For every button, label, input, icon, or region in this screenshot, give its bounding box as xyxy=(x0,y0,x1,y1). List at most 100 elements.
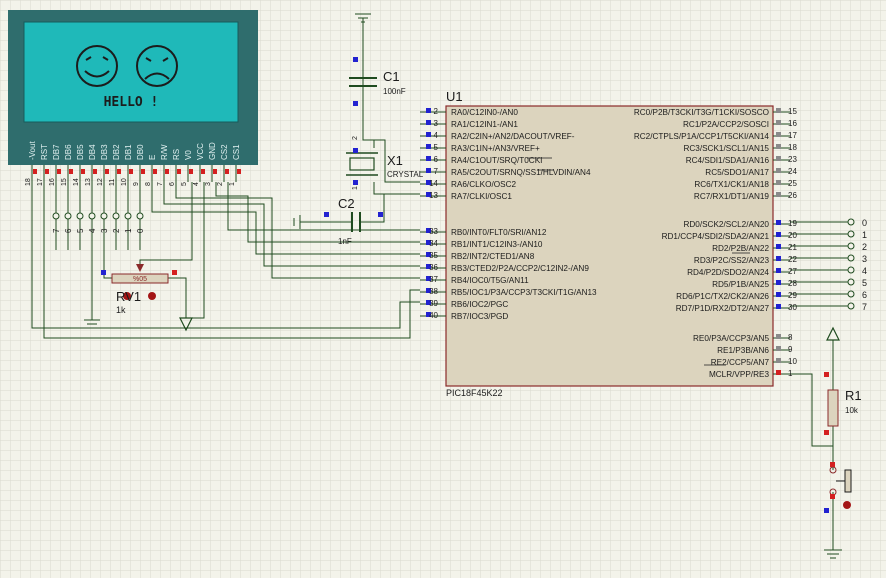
mcu-pin-name: RD4/P2D/SDO2/AN24 xyxy=(687,268,769,277)
mcu-pin-name: RB5/IOC1/P3A/CCP3/T3CKI/T1G/AN13 xyxy=(451,288,597,297)
r1-ref: R1 xyxy=(845,388,862,403)
mcu-pin-marker xyxy=(776,192,781,197)
x1-value: CRYSTAL xyxy=(387,170,424,179)
lcd-pin-marker xyxy=(153,169,157,174)
rd-probe-label: 0 xyxy=(862,218,867,228)
lcd-bus-terminal xyxy=(52,212,60,220)
lcd-pin-number: 2 xyxy=(217,182,224,186)
mcu-pin-name: RC4/SDI1/SDA1/AN16 xyxy=(686,156,770,165)
mcu-pin-name: RD3/P2C/SS2/AN23 xyxy=(694,256,770,265)
rv1-pin-marker xyxy=(101,270,106,275)
mcu-pin-number: 36 xyxy=(429,263,438,272)
lcd-module[interactable]: HELLO ! -Vout18RST17DB716DB615DB514DB413… xyxy=(8,10,258,186)
mcu-ref: U1 xyxy=(446,89,463,104)
mcu-pin-marker xyxy=(426,228,431,233)
c2-value: 1nF xyxy=(338,237,352,246)
rd-probe-terminal xyxy=(847,230,855,238)
mcu-pin-name: RD6/P1C/TX2/CK2/AN26 xyxy=(676,292,769,301)
lcd-pin-label: DB7 xyxy=(52,144,61,160)
lcd-bus-terminal xyxy=(112,212,120,220)
lcd-pin-label: DB4 xyxy=(88,144,97,160)
mcu-pin-name: RD1/CCP4/SDI2/SDA2/AN21 xyxy=(662,232,770,241)
ground-symbols xyxy=(355,13,371,23)
rd-probe-terminal xyxy=(847,218,855,226)
lcd-bus-bit-label: 2 xyxy=(112,228,121,233)
crystal-x1[interactable]: 2 1 X1 CRYSTAL xyxy=(346,136,424,190)
lcd-pin-marker xyxy=(165,169,169,174)
rv1-adjust-up-button[interactable] xyxy=(148,292,156,300)
lcd-pin-number: 18 xyxy=(25,178,32,186)
rv1-adjust-down-button[interactable] xyxy=(123,292,131,300)
wires xyxy=(31,18,848,559)
lcd-pin-label: RS xyxy=(172,149,181,160)
lcd-pin-marker xyxy=(81,169,85,174)
lcd-pin-number: 9 xyxy=(133,182,140,186)
lcd-pin-number: 15 xyxy=(61,178,68,186)
mcu-pin-number: 40 xyxy=(429,311,438,320)
mcu-pin-number: 19 xyxy=(788,219,797,228)
mcu-pin-number: 23 xyxy=(788,155,797,164)
mcu-pin-number: 22 xyxy=(788,255,797,264)
lcd-pin-number: 8 xyxy=(145,182,152,186)
x1-pin-marker xyxy=(353,180,358,185)
lcd-pin-number: 4 xyxy=(193,182,200,186)
mcu-pin-number: 1 xyxy=(788,369,793,378)
mcu-pin-name: RA4/C1OUT/SRQ/T0CKI xyxy=(451,156,542,165)
x1-pin-marker xyxy=(353,148,358,153)
mcu-pin-marker xyxy=(776,280,781,285)
mcu-pin-marker xyxy=(776,256,781,261)
lcd-bus-terminal xyxy=(76,212,84,220)
x1-ref: X1 xyxy=(387,153,403,168)
mcu-pin-name: RA7/CLKI/OSC1 xyxy=(451,192,512,201)
mcu-pin-marker xyxy=(776,244,781,249)
reset-button[interactable] xyxy=(824,462,852,513)
lcd-pin-label: RST xyxy=(40,144,49,160)
x1-body xyxy=(349,157,375,171)
capacitor-c2[interactable]: C2 1nF xyxy=(324,196,383,246)
lcd-bus-bit-label: 6 xyxy=(64,228,73,233)
resistor-r1[interactable]: R1 10k xyxy=(824,372,862,435)
mcu-pin-marker xyxy=(426,264,431,269)
lcd-screen xyxy=(23,21,239,123)
lcd-pin-number: 3 xyxy=(205,182,212,186)
lcd-pin-marker xyxy=(69,169,73,174)
lcd-pin-label: VCC xyxy=(196,143,205,160)
mcu-pin-marker xyxy=(426,120,431,125)
rd-probe-terminal xyxy=(847,290,855,298)
lcd-pin-labels: -Vout18RST17DB716DB615DB514DB413DB312DB2… xyxy=(25,141,241,186)
lcd-bus-bit-label: 7 xyxy=(52,228,61,233)
mcu-pin-name: RB6/IOC2/PGC xyxy=(451,300,508,309)
lcd-pin-label: E xyxy=(148,155,157,160)
mcu-pin-marker xyxy=(426,252,431,257)
mcu-pin-name: RE1/P3B/AN6 xyxy=(717,346,769,355)
rd-probe-terminal xyxy=(847,302,855,310)
mcu-pin-marker xyxy=(426,180,431,185)
lcd-bus-bit-label: 4 xyxy=(88,228,97,233)
reset-switch-actuator[interactable] xyxy=(844,469,852,493)
lcd-bus-bit-label: 5 xyxy=(76,228,85,233)
lcd-pin-label: DB5 xyxy=(76,144,85,160)
lcd-bus-terminal xyxy=(64,212,72,220)
lcd-pin-label: DB3 xyxy=(100,144,109,160)
mcu-pin-marker xyxy=(776,370,781,375)
mcu-pin-name: RC0/P2B/T3CKI/T3G/T1CKI/SOSCO xyxy=(634,108,769,117)
mcu-pin-marker xyxy=(776,168,781,173)
lcd-pin-number: 14 xyxy=(73,178,80,186)
mcu-right-pins: 15RC0/P2B/T3CKI/T3G/T1CKI/SOSCO16RC1/P2A… xyxy=(634,107,798,379)
lcd-pin-marker xyxy=(141,169,145,174)
potentiometer-rv1[interactable]: %05 RV1 1k xyxy=(101,264,177,315)
mcu-pin-marker xyxy=(776,268,781,273)
r1-body xyxy=(827,389,839,427)
mcu-pin-marker xyxy=(776,334,781,339)
mcu-pin-number: 8 xyxy=(788,333,793,342)
reset-press-button[interactable] xyxy=(843,501,851,509)
lcd-pin-label: DB6 xyxy=(64,144,73,160)
lcd-pin-number: 6 xyxy=(169,182,176,186)
mcu-pin-name: RB7/IOC3/PGD xyxy=(451,312,508,321)
mcu-pin-name: RB2/INT2/CTED1/AN8 xyxy=(451,252,535,261)
lcd-pin-label: CS2 xyxy=(220,144,229,160)
capacitor-c1[interactable]: C1 100nF xyxy=(349,42,406,114)
